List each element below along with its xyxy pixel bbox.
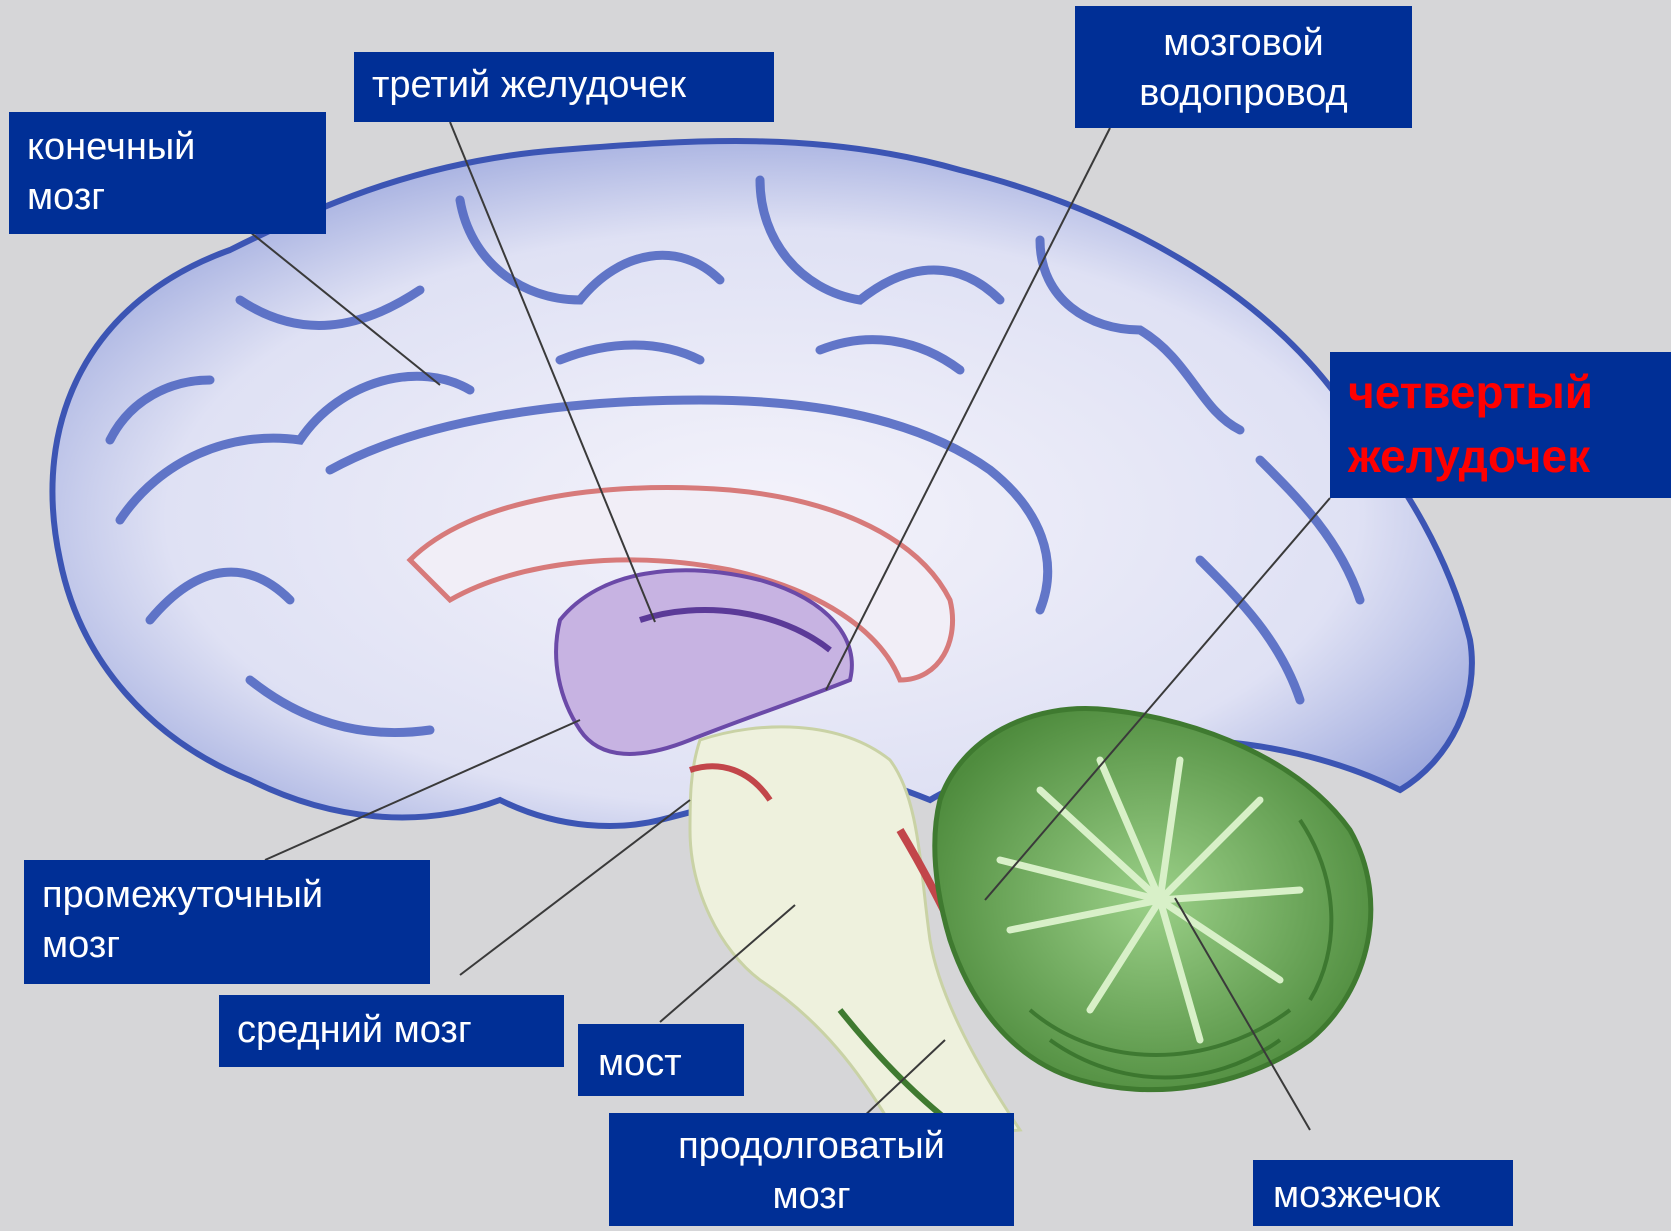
label-cerebral-aqueduct: мозговой водопровод [1075, 6, 1412, 128]
label-midbrain: средний мозг [219, 995, 564, 1067]
label-third-ventricle: третий желудочек [354, 52, 774, 122]
label-fourth-ventricle: четвертый желудочек [1330, 352, 1671, 498]
label-cerebellum: мозжечок [1253, 1160, 1513, 1226]
label-telencephalon: конечный мозг [9, 112, 326, 234]
label-diencephalon: промежуточный мозг [24, 860, 430, 984]
label-medulla-oblongata: продолговатый мозг [609, 1113, 1014, 1226]
label-pons: мост [578, 1024, 744, 1096]
